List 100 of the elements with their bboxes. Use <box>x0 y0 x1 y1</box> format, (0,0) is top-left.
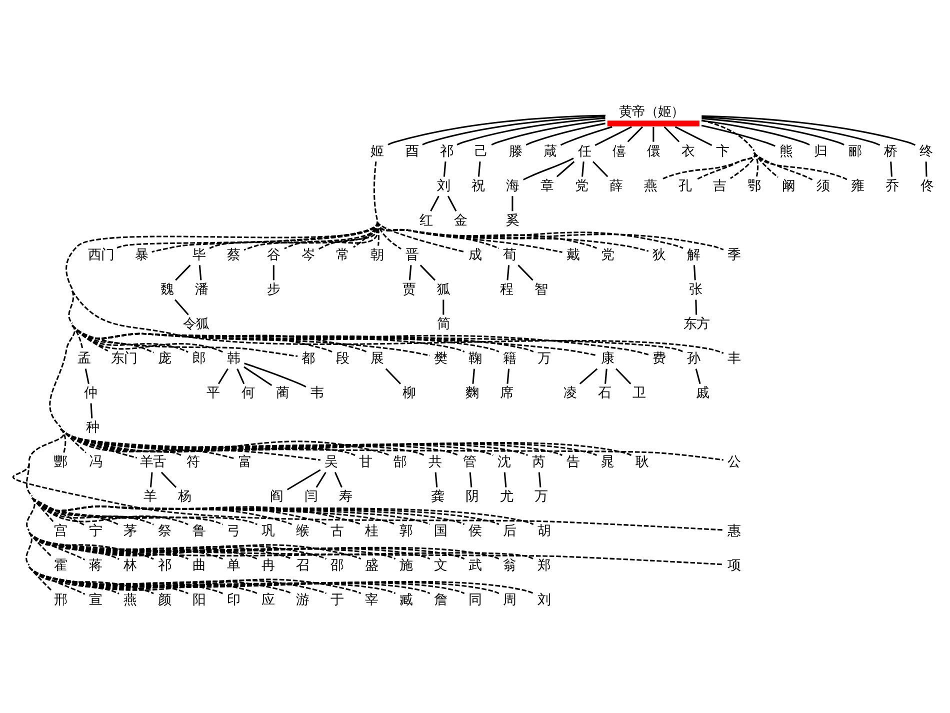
node-text: 祭 <box>158 524 171 540</box>
node-text: 程 <box>500 282 514 298</box>
node-text: 酉 <box>405 144 418 160</box>
node-text: 吴 <box>324 455 338 470</box>
node-text: 郎 <box>192 351 206 366</box>
node-text: 解 <box>687 248 700 263</box>
node-text: 周 <box>503 593 516 608</box>
node-text: 寿 <box>339 490 352 505</box>
node-text: 石 <box>598 386 612 401</box>
node-text: 臧 <box>400 593 412 608</box>
node-text: 鲁 <box>192 524 206 540</box>
node-text: 印 <box>226 593 240 608</box>
connector <box>152 221 378 253</box>
connector <box>627 126 644 142</box>
connector <box>701 124 776 147</box>
node-text: 步 <box>267 282 280 298</box>
node-text: 狄 <box>652 248 666 263</box>
node-text: 阚 <box>782 178 796 194</box>
node-text: 费 <box>652 351 666 366</box>
node-text: 万 <box>538 351 551 366</box>
connector <box>422 116 606 146</box>
node-text: 暴 <box>134 248 148 263</box>
connector <box>616 368 632 384</box>
node-text: 任 <box>578 144 591 160</box>
connector <box>90 403 93 418</box>
node-text: 须 <box>816 178 830 194</box>
connector <box>150 472 153 488</box>
node-text: 荀 <box>503 248 516 263</box>
node-text: 党 <box>600 248 614 263</box>
node-text: 贾 <box>402 282 416 298</box>
node-text: 常 <box>336 248 350 263</box>
connector <box>754 152 813 180</box>
connector <box>560 126 612 146</box>
node-text: 葴 <box>543 144 556 160</box>
connector <box>434 472 438 488</box>
connector <box>318 222 379 250</box>
connector <box>32 497 223 526</box>
node-text: 召 <box>296 558 309 574</box>
node-text: 谷 <box>267 248 280 263</box>
node-text: 邢 <box>54 593 68 608</box>
node-text: 鄂 <box>748 178 761 194</box>
node-text: 宰 <box>364 593 378 608</box>
node-text: 甘 <box>359 455 372 470</box>
connector <box>664 126 680 142</box>
connector <box>506 265 510 280</box>
node-text: 平 <box>206 386 220 401</box>
node-text: 吉 <box>713 178 726 194</box>
connector <box>512 196 514 212</box>
connector <box>579 368 598 384</box>
node-text: 万 <box>534 490 548 505</box>
connector <box>696 152 756 180</box>
node-text: 戚 <box>696 386 709 401</box>
node-text: 郭 <box>400 524 412 540</box>
node-text: 衣 <box>681 144 694 160</box>
node-text: 戴 <box>566 248 580 263</box>
connector <box>175 264 191 281</box>
connector <box>376 221 465 253</box>
connector <box>284 222 379 250</box>
node-text: 阳 <box>192 593 206 608</box>
node-text: 康 <box>600 351 614 366</box>
node-text: 何 <box>241 386 254 401</box>
connector <box>447 196 457 212</box>
connector <box>695 368 701 384</box>
node-text: 智 <box>534 282 548 298</box>
node-text: 郑 <box>538 558 551 574</box>
node-text: 施 <box>400 558 412 574</box>
node-text: 尤 <box>500 490 514 505</box>
node-text: 富 <box>238 455 252 470</box>
node-text: 己 <box>474 144 488 160</box>
node-text: 于 <box>330 593 344 608</box>
node-text: 公 <box>727 455 740 470</box>
connector <box>604 368 608 384</box>
connector <box>209 222 378 250</box>
node-text: 共 <box>428 455 442 470</box>
node-text: 乔 <box>886 178 899 194</box>
node-text: 仲 <box>84 386 97 401</box>
connector <box>334 472 342 488</box>
node-text: 岑 <box>302 248 315 263</box>
node-text: 孔 <box>678 178 692 194</box>
connector <box>388 114 606 146</box>
node-text: 段 <box>336 351 350 366</box>
node-text: 闫 <box>304 490 318 505</box>
node-text: 归 <box>814 144 827 160</box>
node-text: 张 <box>689 282 702 298</box>
connector <box>244 366 272 386</box>
node-text: 奚 <box>506 213 519 228</box>
node-text: 麴 <box>466 386 479 401</box>
node-text: 颜 <box>158 593 171 608</box>
connector <box>236 368 245 384</box>
node-text: 同 <box>468 593 482 608</box>
node-text: 韦 <box>310 386 324 401</box>
node-text: 侯 <box>468 524 482 540</box>
node-text: 章 <box>540 178 554 194</box>
connector <box>538 472 542 488</box>
node-text: 宫 <box>54 524 68 540</box>
node-text: 毕 <box>192 248 206 263</box>
connector <box>702 116 880 146</box>
connector <box>31 497 154 526</box>
node-text: 冯 <box>88 455 102 470</box>
node-text: 曲 <box>192 558 206 574</box>
